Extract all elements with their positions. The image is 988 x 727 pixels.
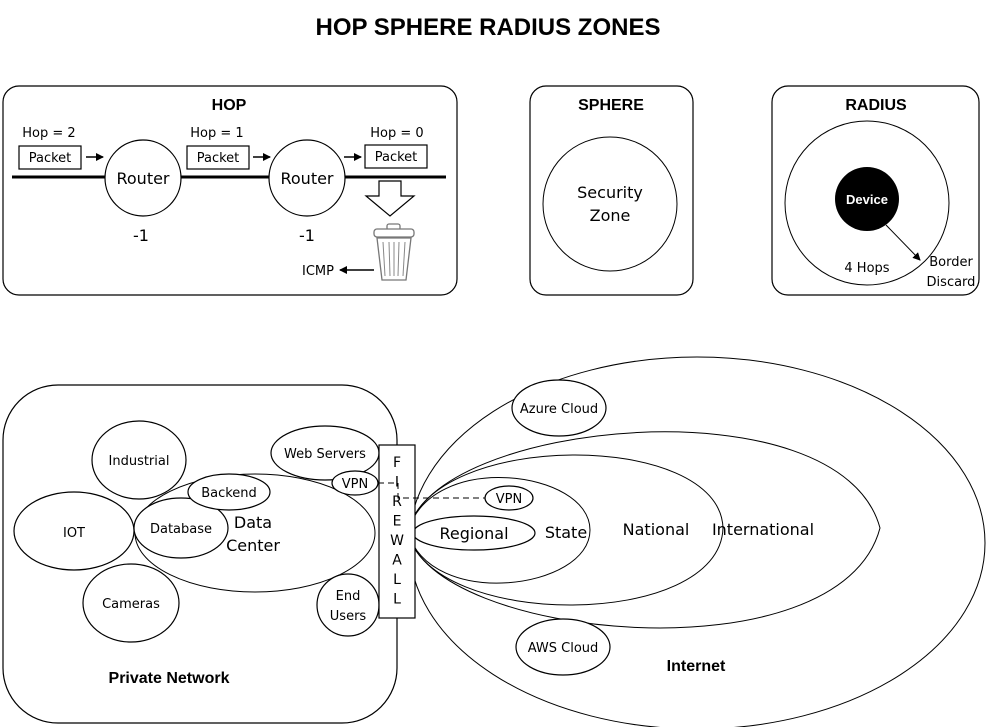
security-zone-label-1: Security [577,183,643,202]
aws-cloud [515,618,611,676]
hop-panel: HOP Hop = 2 Hop = 1 Hop = 0 Packet Packe… [2,85,458,296]
firewall-letter: W [390,533,404,549]
device-label: Device [846,192,888,207]
private-network-label: Private Network [109,670,230,687]
firewall-letter: E [393,514,402,530]
private-network: Industrial IOT Cameras Database Backend … [2,384,398,724]
packet-label-1: Packet [29,151,72,166]
hop-label-1: Hop = 1 [190,126,243,141]
end-users-zone [316,573,380,637]
security-zone-label-2: Zone [590,206,631,225]
firewall-box [378,444,416,619]
firewall-letter: L [393,592,401,608]
trash-can-icon [373,223,415,281]
border-label-1: Border [929,255,973,270]
internet-vpn-label: VPN [496,492,522,507]
backend-zone [187,473,271,511]
data-center-label-1: Data [234,513,272,532]
end-users-label-1: End [336,589,361,604]
state-zone [407,477,591,584]
end-users-label-2: Users [330,609,367,624]
cameras-zone [82,563,180,643]
firewall-letter: L [393,572,401,588]
packet-label-2: Packet [197,151,240,166]
internet-label: Internet [667,658,726,675]
sphere-panel-title: SPHERE [578,97,644,114]
device-circle [835,167,899,231]
industrial-zone [91,420,187,500]
router-1 [104,139,182,217]
aws-cloud-label: AWS Cloud [528,641,599,656]
border-label-2: Discard [927,275,976,290]
firewall-letter: I [395,475,399,491]
database-zone [133,497,229,559]
private-vpn-label: VPN [342,477,368,492]
database-label: Database [150,522,212,537]
international-label: International [712,520,814,539]
backend-label: Backend [201,486,257,501]
packet-box-1 [18,145,82,170]
hop-label-0: Hop = 0 [370,126,423,141]
decrement-label-2: -1 [299,226,315,245]
packet-box-2 [186,145,250,170]
down-arrow-icon [364,180,416,217]
vpn-tunnel-line [378,482,485,499]
hop-label-2: Hop = 2 [22,126,75,141]
regional-label: Regional [439,524,508,543]
radius-arrow-icon [885,224,921,261]
state-label: State [545,523,587,542]
page-title: HOP SPHERE RADIUS ZONES [316,14,661,41]
azure-cloud-label: Azure Cloud [520,402,598,417]
icmp-label: ICMP [302,264,334,279]
firewall-letter: A [392,553,402,569]
radius-circle [784,120,950,286]
radius-panel-border [771,85,980,296]
hop-panel-title: HOP [212,97,247,114]
national-zone [407,454,724,606]
industrial-label: Industrial [109,454,170,469]
national-label: National [623,520,690,539]
internet-zone: Regional State National International Az… [407,356,986,727]
router-1-label: Router [116,169,169,188]
firewall-letter: F [393,455,401,471]
firewall-letter: R [392,494,402,510]
packet-box-3 [364,144,428,169]
web-servers-label: Web Servers [284,447,366,462]
azure-cloud [511,379,607,437]
packet-label-3: Packet [375,150,418,165]
radius-panel-title: RADIUS [845,97,907,114]
security-zone-circle [542,136,678,272]
decrement-label-1: -1 [133,226,149,245]
data-center-label-2: Center [226,536,280,555]
router-2-label: Router [280,169,333,188]
sphere-panel-border [529,85,694,296]
iot-label: IOT [63,526,85,541]
radius-panel: RADIUS Device 4 Hops Border Discard [771,85,980,296]
hop-panel-border [2,85,458,296]
cameras-label: Cameras [102,597,160,612]
hops-label: 4 Hops [844,261,889,276]
sphere-panel: SPHERE Security Zone [529,85,694,296]
router-2 [268,139,346,217]
international-zone [407,431,881,629]
